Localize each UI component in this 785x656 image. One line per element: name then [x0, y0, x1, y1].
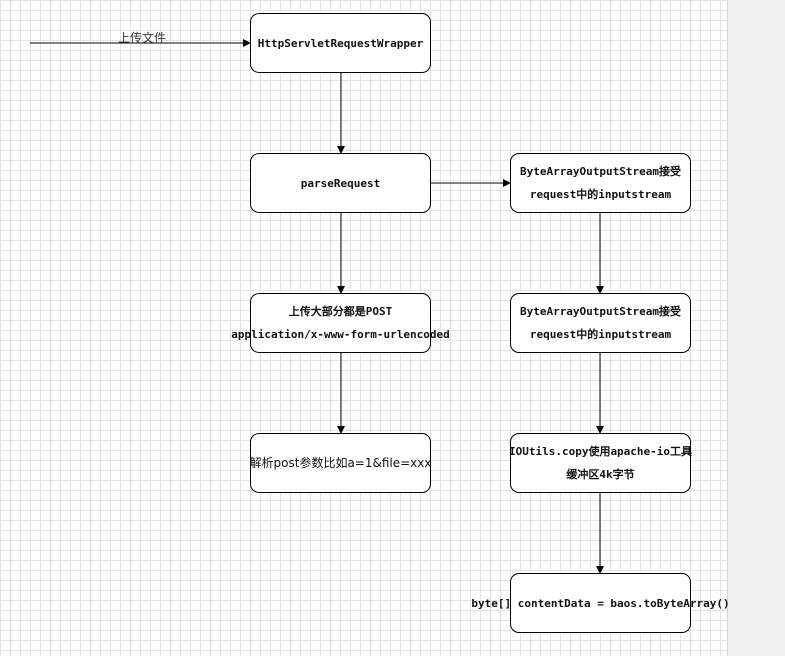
node-text: parseRequest: [300, 176, 381, 190]
node-http-servlet-request-wrapper[interactable]: HttpServletRequestWrapper: [250, 13, 431, 73]
node-ioutils-copy[interactable]: IOUtils.copy使用apache-io工具 缓冲区4k字节: [508, 433, 693, 493]
node-parse-post-params[interactable]: 解析post参数比如a=1&file=xxx: [250, 433, 431, 493]
node-text: 上传大部分都是POST: [288, 305, 393, 318]
node-text: ByteArrayOutputStream接受: [519, 305, 682, 318]
node-text: request中的inputstream: [529, 188, 672, 201]
node-byte-array[interactable]: byte[] contentData = baos.toByteArray(): [471, 573, 730, 633]
node-text: HttpServletRequestWrapper: [257, 36, 424, 50]
edge-label-upload: 上传文件: [118, 31, 167, 45]
side-panel: [727, 0, 785, 656]
node-baos-receive-2[interactable]: ByteArrayOutputStream接受 request中的inputst…: [510, 293, 691, 353]
node-upload-post[interactable]: 上传大部分都是POST application/x-www-form-urlen…: [231, 293, 450, 353]
node-text: byte[] contentData = baos.toByteArray(): [471, 596, 730, 610]
node-text: application/x-www-form-urlencoded: [231, 328, 450, 341]
node-text: IOUtils.copy使用apache-io工具: [508, 445, 693, 458]
node-text: 解析post参数比如a=1&file=xxx: [249, 455, 432, 470]
node-text: 缓冲区4k字节: [566, 468, 635, 481]
node-parse-request[interactable]: parseRequest: [250, 153, 431, 213]
node-text: request中的inputstream: [529, 328, 672, 341]
node-text: ByteArrayOutputStream接受: [519, 165, 682, 178]
node-baos-receive-1[interactable]: ByteArrayOutputStream接受 request中的inputst…: [510, 153, 691, 213]
